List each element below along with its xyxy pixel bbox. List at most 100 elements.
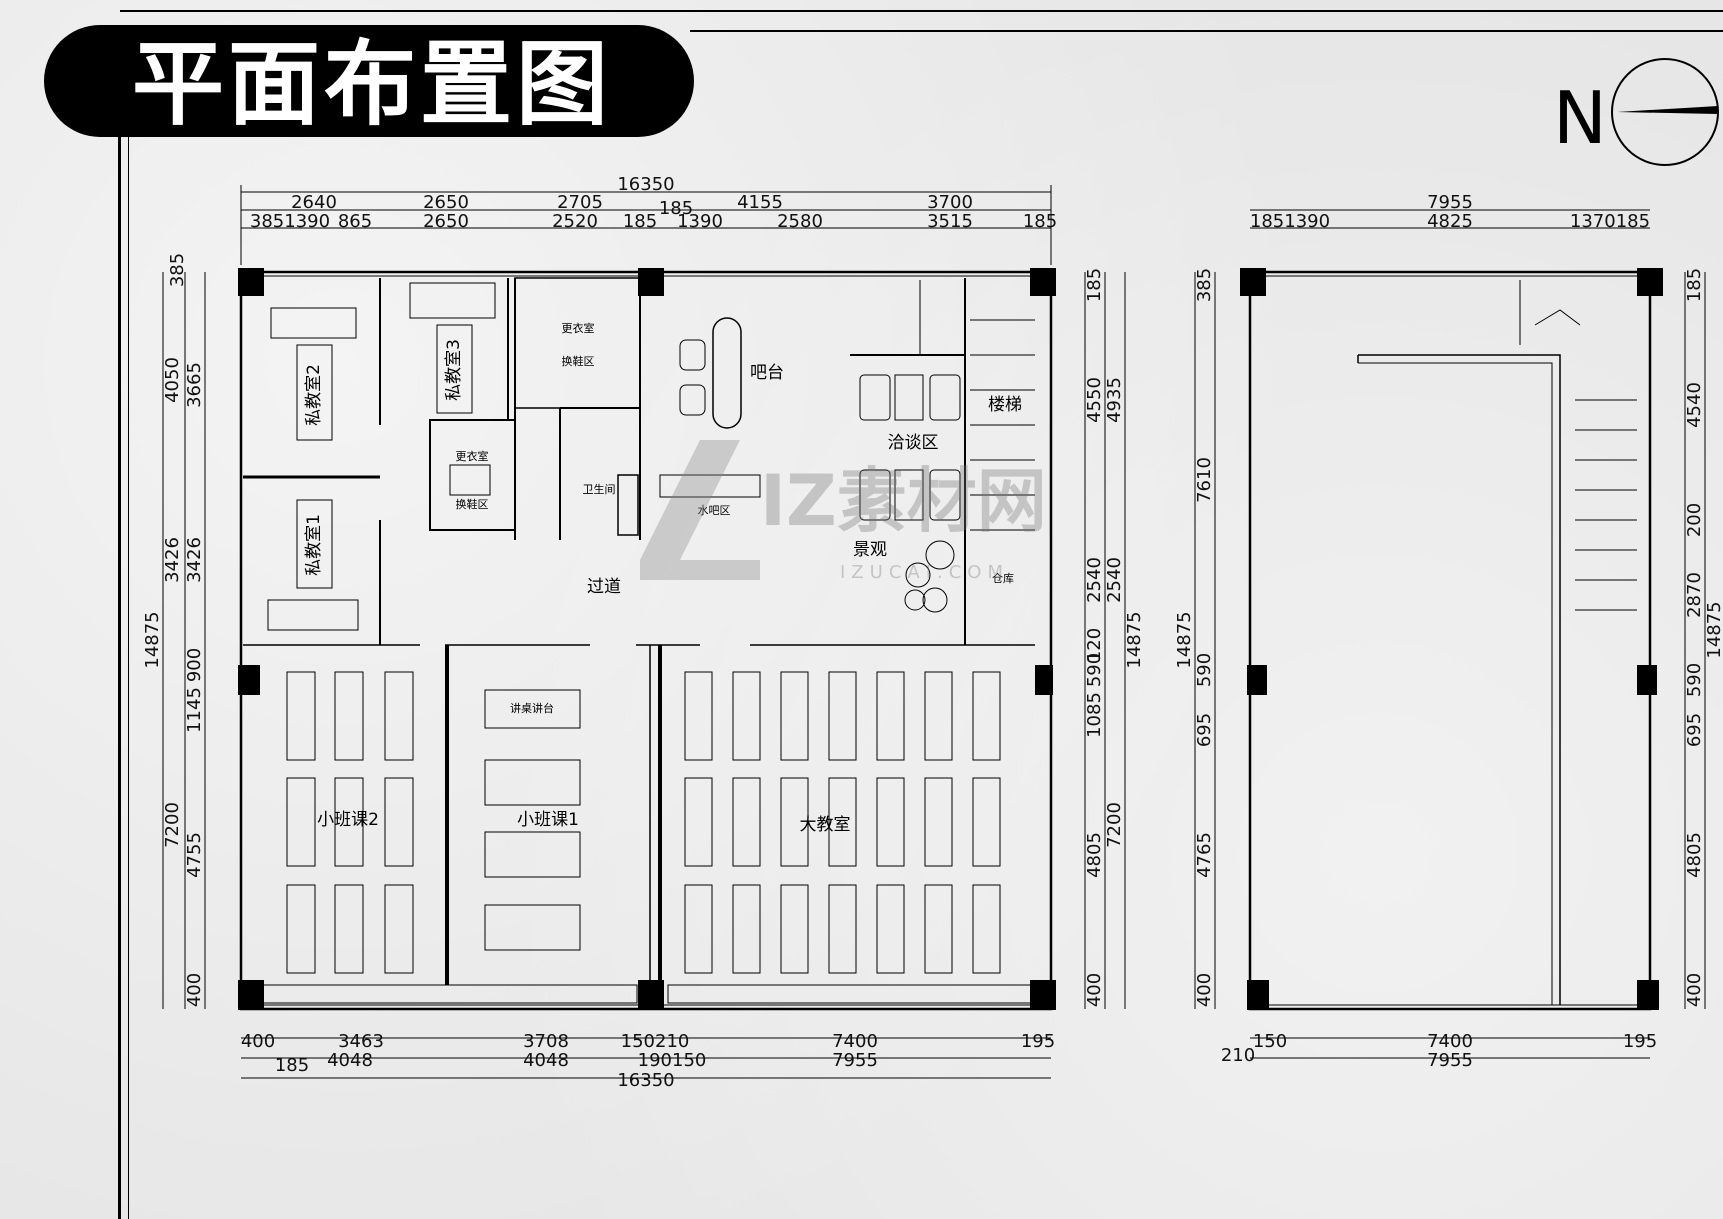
lectern-label: 讲桌讲台 (510, 701, 554, 715)
rp-dim-label: 210 (1221, 1045, 1255, 1066)
dim-label: 3708 (523, 1031, 569, 1052)
room-big-class-label: 大教室 (800, 815, 851, 835)
dim-label: 3851390 (250, 211, 330, 232)
dim-label: 4155 (737, 192, 783, 213)
room-bar-label: 吧台 (750, 363, 784, 383)
dim-label: 400 (241, 1031, 275, 1052)
dim-label: 4550 (1084, 377, 1105, 423)
dim-label: 385 (167, 253, 188, 287)
room-shoes-2-label: 换鞋区 (456, 497, 489, 511)
rp-dim-label: 590 (1194, 653, 1215, 687)
dim-bottom-row1: 400 3463 3708 150210 7400 195 (241, 1031, 1055, 1052)
dim-label: 150210 (621, 1031, 690, 1052)
dim-label: 190150 (638, 1050, 707, 1071)
compass-icon (1611, 58, 1719, 166)
rp-dim-top-total: 7955 (1427, 192, 1473, 213)
rp-dim-label: 4540 (1684, 382, 1705, 428)
room-small-class-1-label: 小班课1 (517, 810, 579, 830)
dim-label: 400 (184, 973, 205, 1007)
dim-label: 590 (1084, 653, 1105, 687)
drawing-frame-left (118, 137, 121, 1219)
dim-label: 195 (1021, 1031, 1055, 1052)
rp-dim-label: 1851390 (1250, 211, 1330, 232)
rp-dim-total: 7955 (1427, 1050, 1473, 1071)
dim-label: 2540 (1104, 557, 1125, 603)
rp-dim-label: 695 (1194, 713, 1215, 747)
room-water-bar-label: 水吧区 (698, 504, 731, 517)
room-landscape-label: 景观 (853, 540, 887, 560)
dim-label: 3426 (184, 537, 205, 583)
room-storage-label: 仓库 (992, 571, 1014, 585)
rp-dim-label: 150 (1253, 1031, 1287, 1052)
rp-dim-label: 200 (1684, 503, 1705, 537)
rp-dim-label: 385 (1194, 268, 1215, 302)
dim-label: 7955 (832, 1050, 878, 1071)
dim-top-row1: 2640 2650 2705 4155 3700 185 (291, 192, 973, 219)
room-corridor-label: 过道 (587, 577, 621, 597)
dim-label: 2580 (777, 211, 823, 232)
watermark-text: IZ素材网 (760, 460, 1047, 542)
rp-dim-label: 185 (1684, 268, 1705, 302)
watermark-subtext: IZUCAI.COM (840, 562, 1009, 583)
rp-dim-label: 4805 (1684, 832, 1705, 878)
dim-label: 900 (184, 648, 205, 682)
dim-label: 14875 (1124, 611, 1145, 668)
dim-label: 2705 (557, 192, 603, 213)
dim-label: 4755 (184, 832, 205, 878)
dim-label: 185 (623, 211, 657, 232)
room-negotiation-label: 洽谈区 (888, 433, 939, 453)
dim-label: 1085 (1084, 692, 1105, 738)
rp-dim-label: 400 (1194, 973, 1215, 1007)
dim-top-row2: 3851390 865 2650 2520 185 1390 2580 3515… (250, 211, 1057, 232)
dim-label: 3700 (927, 192, 973, 213)
dim-left-outer: 385 4050 3426 1145 900 7200 400 14875 (142, 253, 205, 1007)
rp-dim-right: 185 4540 200 2870 14875 590 695 4805 400 (1684, 268, 1723, 1007)
room-private-3-label: 私教室3 (444, 339, 464, 401)
dim-label: 3463 (338, 1031, 384, 1052)
dim-label: 1145 (184, 687, 205, 733)
rp-dim-label: 590 (1684, 663, 1705, 697)
dim-bottom-row2: 185 4048 4048 190150 7955 (275, 1050, 878, 1076)
drawing-frame-left-inner (128, 137, 129, 1219)
dim-label: 4050 (162, 357, 183, 403)
dim-label: 865 (338, 211, 372, 232)
rp-dim-label: 2870 (1684, 572, 1705, 618)
dim-label: 3665 (184, 362, 205, 408)
watermark: IZ素材网 IZUCAI.COM (640, 440, 1047, 583)
rp-dim-label: 400 (1684, 973, 1705, 1007)
rp-dim-label: 7610 (1194, 457, 1215, 503)
room-shoes-1-label: 换鞋区 (562, 354, 595, 368)
dim-bottom-total: 16350 (617, 1070, 674, 1091)
dim-label: 3426 (162, 537, 183, 583)
dim-label: 2520 (552, 211, 598, 232)
dim-right-outer: 4935 2540 14875 7200 120 (1084, 377, 1145, 848)
dim-label: 2650 (423, 192, 469, 213)
dim-label: 7200 (162, 802, 183, 848)
drawing-frame-top (120, 10, 1723, 12)
dim-label: 185 (1023, 211, 1057, 232)
dim-label: 4048 (523, 1050, 569, 1071)
rp-dim-label: 4825 (1427, 211, 1473, 232)
room-toilet-label: 卫生间 (583, 482, 616, 496)
room-change-2-label: 更衣室 (456, 449, 489, 463)
rp-dim-label: 14875 (1704, 601, 1723, 658)
rp-dim-label: 195 (1623, 1031, 1657, 1052)
room-change-1-label: 更衣室 (562, 321, 595, 335)
drawing-frame-top-inner (690, 30, 1723, 32)
dim-label: 7200 (1104, 802, 1125, 848)
dim-label: 120 (1084, 628, 1105, 662)
dim-label: 1390 (677, 211, 723, 232)
dim-label: 3515 (927, 211, 973, 232)
page-title: 平面布置图 (132, 31, 613, 138)
dim-left-inner: 3665 3426 4755 (184, 362, 205, 878)
dim-label: 185 (275, 1055, 309, 1076)
dim-label: 4048 (327, 1050, 373, 1071)
dim-label: 400 (1084, 973, 1105, 1007)
rp-dim-label: 4765 (1194, 832, 1215, 878)
dim-label: 14875 (142, 611, 163, 668)
dim-label: 2650 (423, 211, 469, 232)
room-private-1-label: 私教室1 (304, 514, 324, 576)
rp-dim-label: 14875 (1174, 611, 1195, 668)
